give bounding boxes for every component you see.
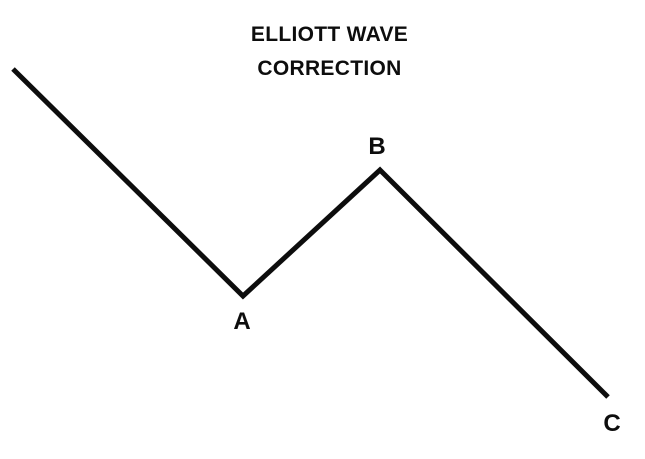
wave-line [11, 67, 610, 399]
diagram-title-line-1: ELLIOTT WAVE [250, 23, 409, 46]
diagram-title-line-2: CORRECTION [257, 57, 402, 80]
diagram-title: ELLIOTT WAVE CORRECTION [14, 18, 645, 86]
